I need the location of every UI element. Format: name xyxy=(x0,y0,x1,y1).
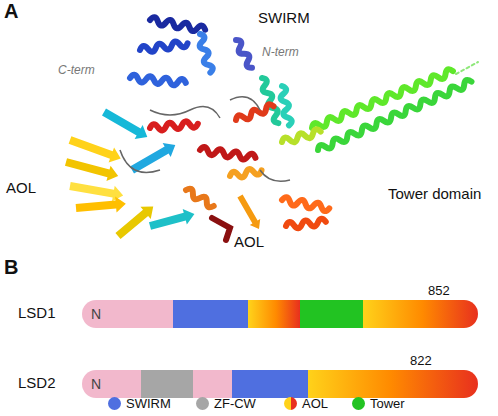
domain-bar: N xyxy=(82,370,478,398)
figure-label: SWIRM xyxy=(258,10,310,27)
domain-bar: N xyxy=(82,300,478,328)
terminus-label: N xyxy=(91,300,101,328)
figure-label: LSD2 xyxy=(18,375,56,392)
figure-label: Tower domain xyxy=(388,186,481,203)
figure-label: 822 xyxy=(410,354,432,368)
legend-text: AOL xyxy=(302,396,328,411)
figure-label: LSD1 xyxy=(18,305,56,322)
terminus-label: N xyxy=(91,370,101,398)
figure-label: N-term xyxy=(262,46,299,59)
figure-label: AOL xyxy=(6,180,36,197)
legend-text: Tower xyxy=(370,396,405,411)
figure-label: AOL xyxy=(234,234,264,251)
legend-item: AOL xyxy=(284,396,328,411)
figure-label: B xyxy=(4,256,18,278)
legend-swatch xyxy=(108,397,121,410)
legend-item: Tower xyxy=(352,396,405,411)
legend-text: ZF-CW xyxy=(214,396,256,411)
legend-swatch xyxy=(284,397,297,410)
legend-swatch xyxy=(352,397,365,410)
legend-item: SWIRM xyxy=(108,396,171,411)
legend-item: ZF-CW xyxy=(196,396,256,411)
figure-label: C-term xyxy=(58,64,95,77)
figure-label: 852 xyxy=(428,284,450,298)
protein-structure xyxy=(0,0,498,260)
legend-swatch xyxy=(196,397,209,410)
figure-label: A xyxy=(4,0,18,22)
legend-text: SWIRM xyxy=(126,396,171,411)
